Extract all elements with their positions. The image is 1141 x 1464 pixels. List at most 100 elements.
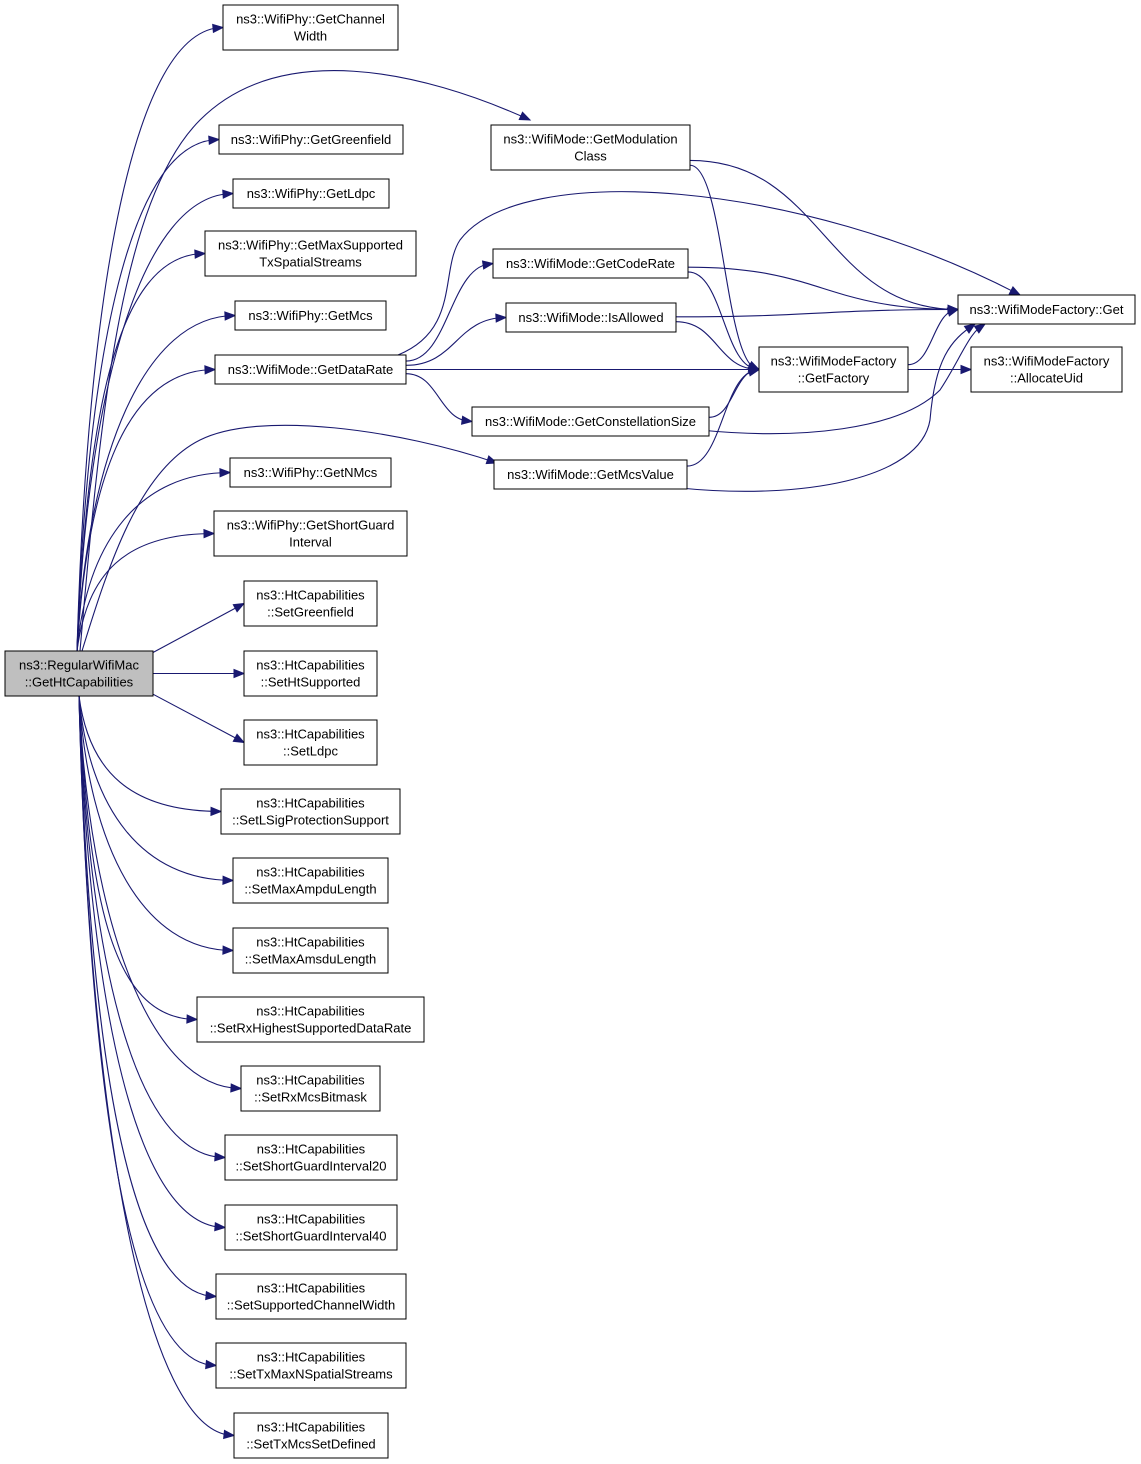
root-node[interactable]: ns3::RegularWifiMac::GetHtCapabilities <box>4 650 154 697</box>
node-label-line: ns3::WifiMode::GetConstellationSize <box>485 414 696 429</box>
edge-line <box>78 695 198 1021</box>
edge-arrowhead <box>946 307 960 317</box>
node-label-line: ns3::HtCapabilities <box>256 796 365 811</box>
graph-node[interactable]: ns3::WifiMode::GetCodeRate <box>492 248 689 279</box>
edge-root-to-n_setchw <box>78 695 218 1301</box>
node-box <box>232 927 389 974</box>
edge-root-to-n_getmcs <box>76 311 237 652</box>
node-label-line: ::SetTxMaxNSpatialStreams <box>229 1367 393 1382</box>
node-label-line: ns3::HtCapabilities <box>256 865 365 880</box>
edge-root-to-n_maxss <box>76 249 207 652</box>
node-box <box>243 719 378 766</box>
edge-n_datarate-to-n_coderate <box>405 260 495 362</box>
graph-node[interactable]: ns3::WifiModeFactory::Get <box>957 294 1136 325</box>
edge-root-to-n_settxmaxss <box>78 695 218 1370</box>
edge-line <box>78 695 242 1090</box>
node-box <box>233 1412 389 1459</box>
node-box <box>758 346 909 393</box>
edge-n_datarate-to-n_constsize <box>405 373 474 425</box>
edge-line <box>675 321 760 371</box>
edge-n_modclass-to-n_get <box>689 159 960 314</box>
edge-n_datarate-to-n_get <box>397 191 1022 356</box>
graph-node[interactable]: ns3::HtCapabilities::SetGreenfield <box>243 580 378 627</box>
edge-arrowhead <box>232 733 246 744</box>
edge-line <box>78 695 234 952</box>
node-label-line: ::SetLdpc <box>283 744 338 759</box>
graph-node[interactable]: ns3::HtCapabilities::SetSupportedChannel… <box>215 1273 407 1320</box>
edge-line <box>686 368 760 467</box>
graph-node[interactable]: ns3::HtCapabilities::SetTxMaxNSpatialStr… <box>215 1342 407 1389</box>
node-label-line: ns3::WifiPhy::GetMcs <box>248 308 373 323</box>
node-label-line: ::SetLSigProtectionSupport <box>232 813 389 828</box>
edge-arrowhead <box>460 415 474 425</box>
edge-line <box>405 316 507 366</box>
edge-arrowhead <box>208 135 221 145</box>
graph-node[interactable]: ns3::HtCapabilities::SetRxMcsBitmask <box>240 1065 381 1112</box>
graph-node[interactable]: ns3::WifiModeFactory::GetFactory <box>758 346 909 393</box>
node-label-line: ns3::WifiModeFactory <box>984 354 1110 369</box>
graph-node[interactable]: ns3::WifiModeFactory::AllocateUid <box>970 346 1123 393</box>
edge-line <box>76 471 231 652</box>
edge-line <box>405 373 473 423</box>
edge-line <box>76 368 216 652</box>
edge-line <box>152 693 245 743</box>
node-label-line: ::SetGreenfield <box>267 605 354 620</box>
graph-node[interactable]: ns3::HtCapabilities::SetTxMcsSetDefined <box>233 1412 389 1459</box>
node-box <box>492 248 689 279</box>
edge-arrowhead <box>232 602 246 613</box>
edge-n_coderate-to-n_factory <box>687 271 761 372</box>
edge-arrowhead <box>219 468 232 478</box>
node-box <box>240 1065 381 1112</box>
node-label-line: ::SetRxMcsBitmask <box>254 1090 367 1105</box>
node-box <box>196 996 425 1043</box>
node-box <box>505 302 677 333</box>
graph-node[interactable]: ns3::WifiMode::GetDataRate <box>214 354 407 385</box>
graph-node[interactable]: ns3::WifiMode::GetMcsValue <box>493 459 688 490</box>
graph-node[interactable]: ns3::WifiPhy::GetLdpc <box>232 178 390 209</box>
node-box <box>232 178 390 209</box>
graph-node[interactable]: ns3::HtCapabilities::SetMaxAmsduLength <box>232 927 389 974</box>
graph-node[interactable]: ns3::HtCapabilities::SetLSigProtectionSu… <box>220 788 401 835</box>
graph-node[interactable]: ns3::WifiMode::GetConstellationSize <box>471 406 710 437</box>
node-box <box>218 124 404 155</box>
edge-arrowhead <box>495 313 508 323</box>
graph-node[interactable]: ns3::WifiMode::IsAllowed <box>505 302 677 333</box>
graph-node[interactable]: ns3::HtCapabilities::SetMaxAmpduLength <box>232 857 389 904</box>
graph-node[interactable]: ns3::HtCapabilities::SetHtSupported <box>243 650 378 697</box>
edge-line <box>687 266 959 311</box>
node-box <box>213 510 408 557</box>
node-box <box>229 457 392 488</box>
edge-line <box>79 70 531 652</box>
node-box <box>215 1342 407 1389</box>
graph-node[interactable]: ns3::WifiPhy::GetGreenfield <box>218 124 404 155</box>
edge-root-to-n_datarate <box>76 365 217 652</box>
graph-node[interactable]: ns3::WifiPhy::GetMaxSupportedTxSpatialSt… <box>204 230 417 277</box>
graph-node[interactable]: ns3::WifiPhy::GetMcs <box>234 300 387 331</box>
graph-node[interactable]: ns3::WifiPhy::GetNMcs <box>229 457 392 488</box>
graph-node[interactable]: ns3::HtCapabilities::SetShortGuardInterv… <box>224 1204 398 1251</box>
graph-node[interactable]: ns3::HtCapabilities::SetLdpc <box>243 719 378 766</box>
edge-root-to-n_nmcs <box>76 468 232 652</box>
edge-n_mcsvalue-to-n_get <box>679 323 977 492</box>
graph-node[interactable]: ns3::HtCapabilities::SetRxHighestSupport… <box>196 996 425 1043</box>
edge-arrowhead <box>222 945 235 955</box>
edge-line <box>78 695 234 882</box>
node-label-line: ns3::HtCapabilities <box>257 1420 366 1435</box>
graph-node[interactable]: ns3::HtCapabilities::SetShortGuardInterv… <box>224 1134 398 1181</box>
node-label-line: ns3::HtCapabilities <box>256 935 365 950</box>
node-box <box>224 1204 398 1251</box>
edge-line <box>675 308 959 318</box>
edge-line <box>81 424 498 652</box>
edge-root-to-n_setrxmcs <box>78 695 243 1093</box>
node-label-line: ns3::WifiMode::GetCodeRate <box>506 256 675 271</box>
node-label-line: ns3::HtCapabilities <box>256 588 365 603</box>
edge-root-to-n_setht <box>153 668 246 679</box>
edge-arrowhead <box>203 528 216 539</box>
edge-root-to-n_setsgi20 <box>78 695 227 1162</box>
node-box <box>493 459 688 490</box>
edge-arrowhead <box>205 1290 218 1301</box>
edge-root-to-n_setlsig <box>78 695 223 817</box>
